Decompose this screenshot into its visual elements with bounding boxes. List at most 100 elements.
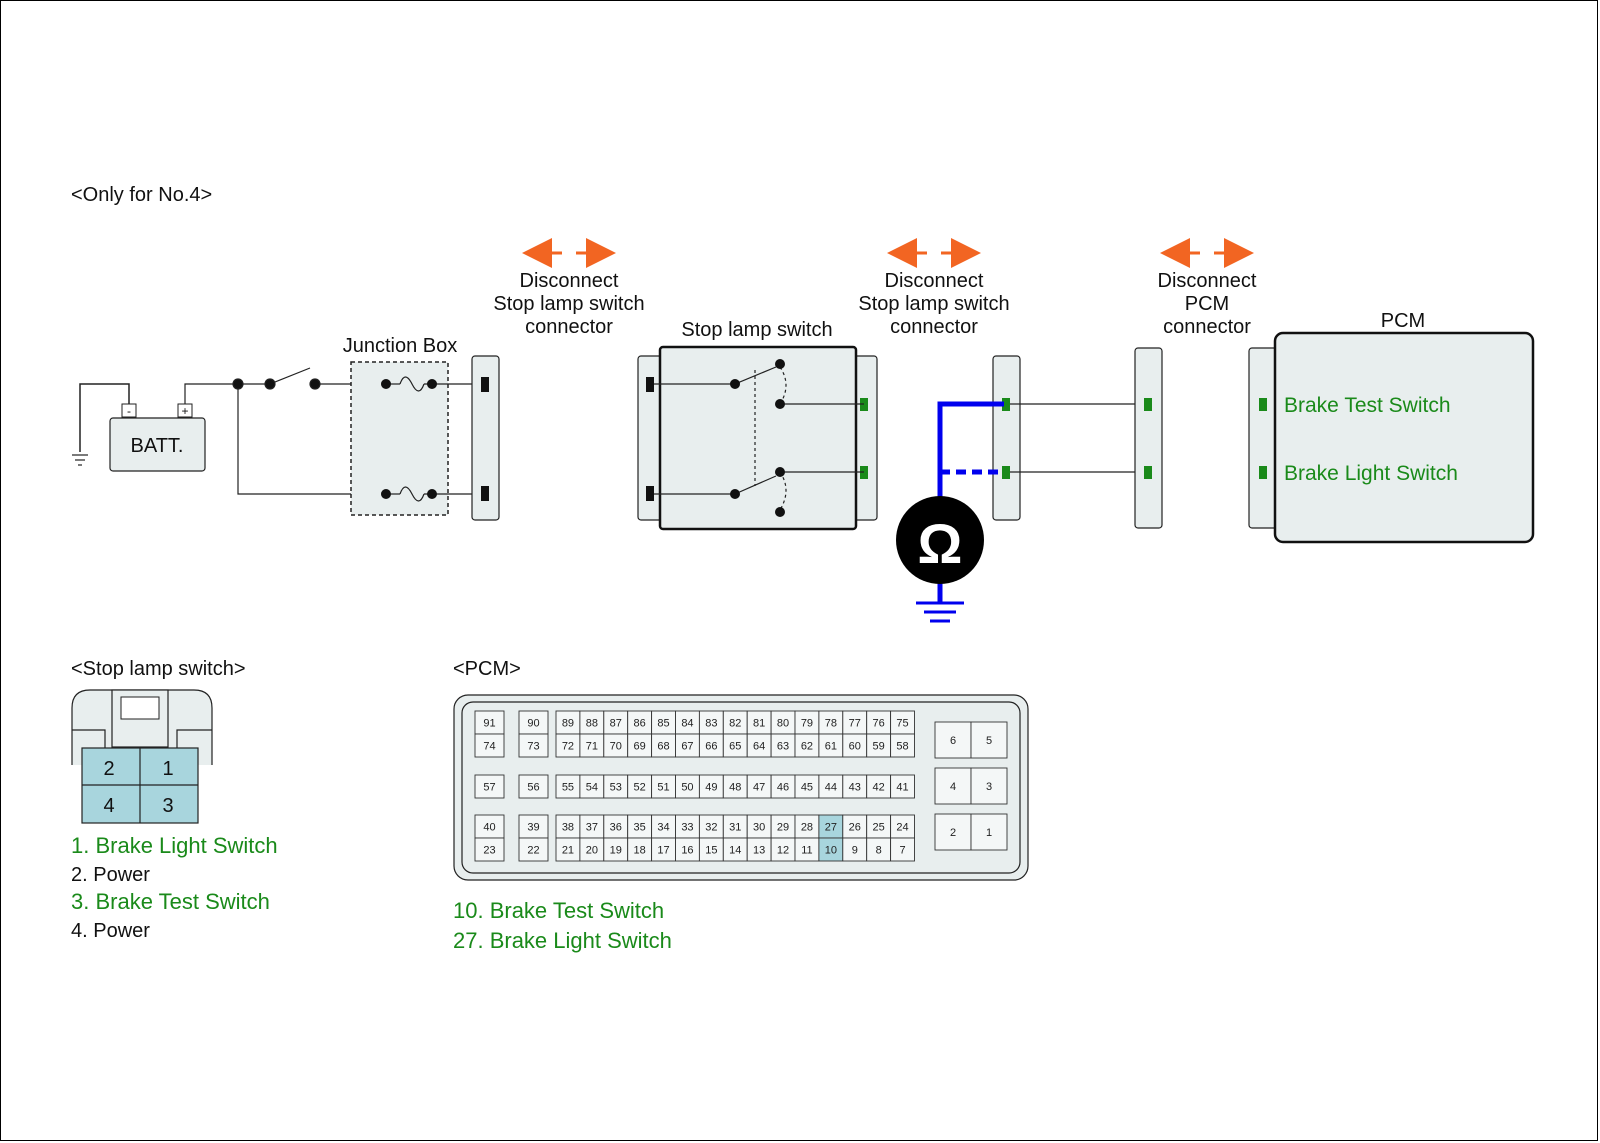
disconnect-1-line1: Disconnect [520,270,619,292]
pcm-pin-label-39: 39 [527,822,539,834]
pcm-pin-label-55: 55 [562,782,574,794]
pcm-pin-cell-4 [934,767,972,805]
stop-lamp-connector-title: <Stop lamp switch> [71,658,246,680]
disconnect-1-line3: connector [525,316,613,338]
pcm-pin-label-60: 60 [849,741,861,753]
pcm-legend-10: 10. Brake Test Switch [453,898,664,923]
pcm-pin-label-22: 22 [527,845,539,857]
pcm-pin-label-56: 56 [527,782,539,794]
pcm-pin-label-9: 9 [852,845,858,857]
section-title: <Only for No.4> [71,184,212,206]
pcm-pin-label-87: 87 [610,718,622,730]
pcm-pin-label-74: 74 [483,741,495,753]
pcm-pin-label-61: 61 [825,741,837,753]
pcm-pin-label-90: 90 [527,718,539,730]
ohmmeter: Ω [896,496,984,584]
pcm-pin-label-69: 69 [634,741,646,753]
pcm-pin-label-8: 8 [876,845,882,857]
pcm-pin-label-75: 75 [896,718,908,730]
pcm-pin-label-76: 76 [873,718,885,730]
pcm-pin-label-71: 71 [586,741,598,753]
pcm-pin-cell-74 [474,733,505,758]
battery-positive: + [181,404,188,418]
stop-lamp-pin-4: 4 [103,795,114,817]
pcm-pin-label-23: 23 [483,845,495,857]
pcm-pin-label-32: 32 [705,822,717,834]
pcm-pin-label-34: 34 [657,822,669,834]
stop-lamp-pin-1: 1 [162,758,173,780]
pcm-pin-label-89: 89 [562,718,574,730]
pcm-pin-label-21: 21 [562,845,574,857]
disconnect-2-line3: connector [890,316,978,338]
pcm-pin-label-91: 91 [483,718,495,730]
battery: - + BATT. [72,383,206,472]
pcm-pin-label-53: 53 [610,782,622,794]
pcm-pin-label-66: 66 [705,741,717,753]
pcm-pin-label-47: 47 [753,782,765,794]
pcm-pin-label-52: 52 [634,782,646,794]
pcm-pin-label-64: 64 [753,741,765,753]
pcm-pin-label-43: 43 [849,782,861,794]
pcm-pin-label-79: 79 [801,718,813,730]
pcm-pin-label-18: 18 [634,845,646,857]
pcm-pin-cell-57 [474,774,505,799]
pcm-pin-label-45: 45 [801,782,813,794]
pcm-pin-label-1: 1 [986,827,992,839]
pcm-pin-brake-light: Brake Light Switch [1284,462,1458,485]
pcm-pin-label-28: 28 [801,822,813,834]
pcm-pin-cell-73 [518,733,549,758]
pcm-pin-label-46: 46 [777,782,789,794]
pcm-pin-cell-22 [518,837,549,862]
stop-lamp-switch-label: Stop lamp switch [681,319,832,341]
pcm-legend-27: 27. Brake Light Switch [453,928,672,953]
pcm-pin-label-14: 14 [729,845,741,857]
pcm-pin-label-81: 81 [753,718,765,730]
pcm-pin-cell-6 [934,721,972,759]
junction-box: Junction Box [343,335,484,516]
pcm-pin-cell-7 [890,837,915,862]
pcm-pin-cell-3 [970,767,1008,805]
pcm-pin-cell-56 [518,774,549,799]
pcm-pin-label-82: 82 [729,718,741,730]
pcm-pin-label-40: 40 [483,822,495,834]
pcm-pin-label-88: 88 [586,718,598,730]
stop-lamp-legend-1: 1. Brake Light Switch [71,833,278,858]
pcm-pin-label-15: 15 [705,845,717,857]
pcm-pin-label-48: 48 [729,782,741,794]
ohm-icon: Ω [918,512,963,575]
pcm-pin-label-78: 78 [825,718,837,730]
disconnect-3-line3: connector [1163,316,1251,338]
harness-connector-switch-side [992,355,1021,521]
pcm-pin-label-33: 33 [681,822,693,834]
stop-lamp-connector-face: 2 1 4 3 [71,689,213,824]
stop-lamp-legend-3: 3. Brake Test Switch [71,889,270,914]
pcm-pin-label-57: 57 [483,782,495,794]
pcm-pin-label-68: 68 [657,741,669,753]
pcm-module: PCM Brake Test Switch Brake Light Switch [1248,310,1535,544]
pcm-pin-label-38: 38 [562,822,574,834]
pcm-pin-label-10: 10 [825,845,837,857]
pcm-pin-label-80: 80 [777,718,789,730]
battery-label: BATT. [131,435,184,457]
pcm-pin-label-16: 16 [681,845,693,857]
pcm-pin-label-63: 63 [777,741,789,753]
pcm-pin-label-67: 67 [681,741,693,753]
battery-negative: - [127,404,131,418]
pcm-pin-label-54: 54 [586,782,598,794]
pcm-pin-label-25: 25 [873,822,885,834]
harness-connector-pcm-side [1134,347,1163,529]
pcm-pin-cell-2 [934,813,972,851]
pcm-pin-label-4: 4 [950,781,956,793]
pcm-pin-label-70: 70 [610,741,622,753]
pcm-pin-label-20: 20 [586,845,598,857]
disconnect-2-line2: Stop lamp switch [858,293,1009,315]
stop-lamp-pin-3: 3 [162,795,173,817]
pcm-pin-label-44: 44 [825,782,837,794]
pcm-pin-label-35: 35 [634,822,646,834]
pcm-pin-label-6: 6 [950,735,956,747]
pcm-pin-label-37: 37 [586,822,598,834]
pcm-pin-label-86: 86 [634,718,646,730]
